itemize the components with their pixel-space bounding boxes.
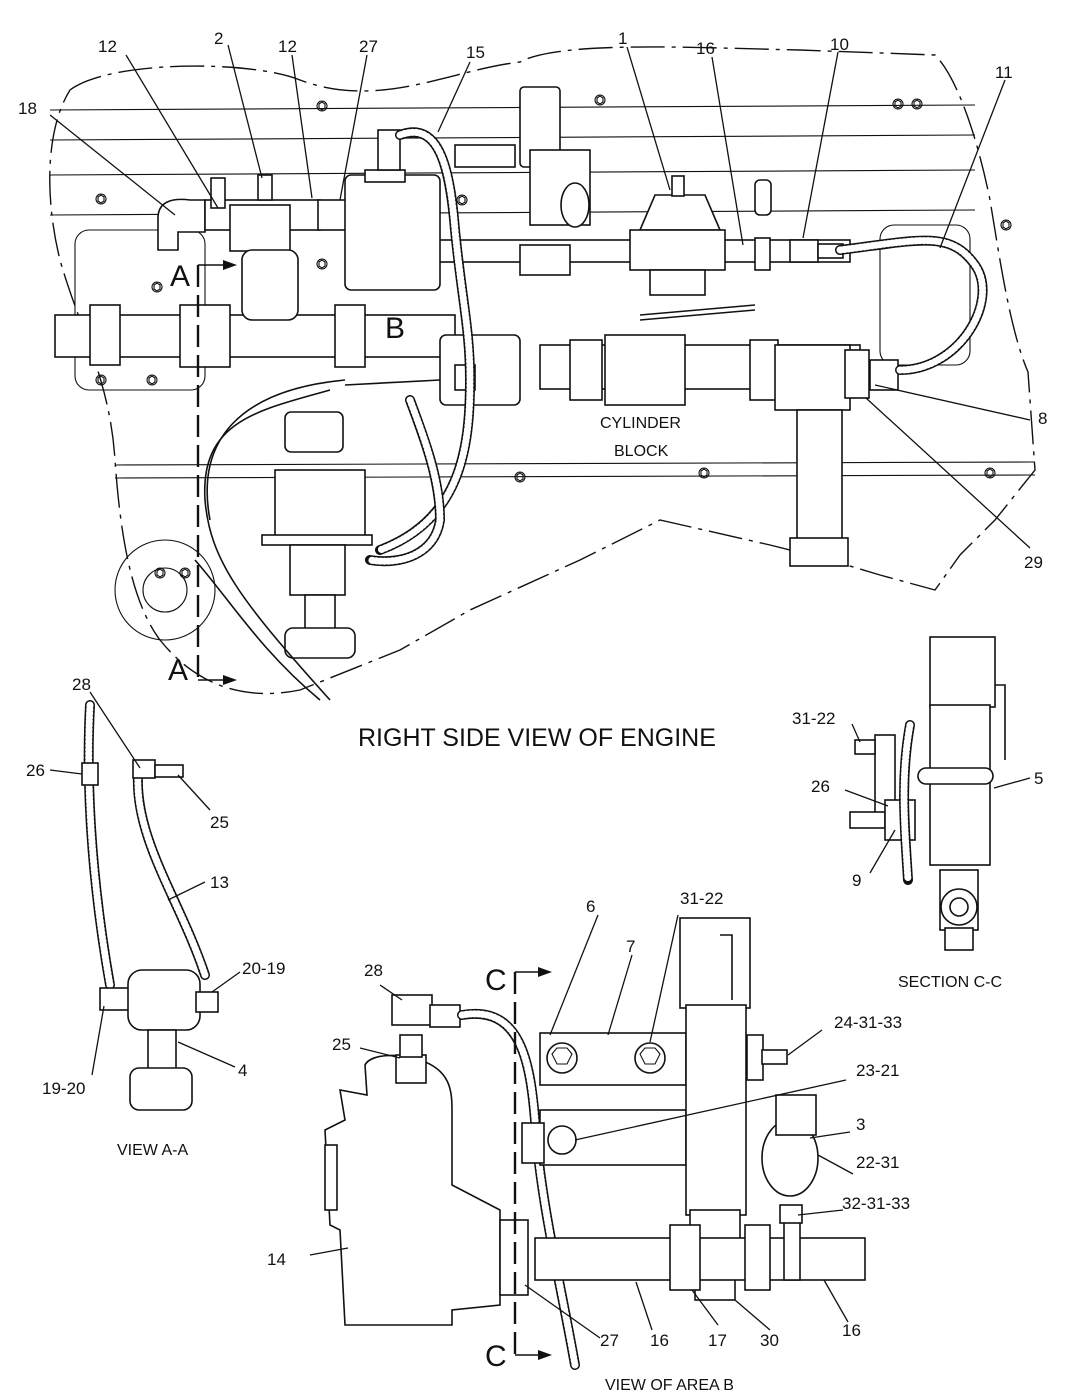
view-aa: 28 26 25 13 20-19 19-20 4 VIEW A-A [26,675,285,1159]
cc-callout-26: 26 [811,777,830,796]
b-callout-7: 7 [626,937,635,956]
callout-27: 27 [359,37,378,56]
engine-rails [49,104,1036,641]
pressure-regulator [629,175,756,321]
area-mark-b: B [385,312,405,345]
callout-18: 18 [18,99,37,118]
section-mark-a-bottom: A [168,654,188,687]
callout-12-right: 12 [278,37,297,56]
cc-callout-5: 5 [1034,769,1043,788]
callout-2: 2 [214,29,223,48]
main-view-caption: RIGHT SIDE VIEW OF ENGINE [358,724,716,752]
b-callout-16-left: 16 [650,1331,669,1350]
actuator-body [344,129,441,291]
b-callout-6: 6 [586,897,595,916]
b-callout-30: 30 [760,1331,779,1350]
cc-callout-9: 9 [852,871,861,890]
lower-valve [261,334,521,659]
aa-callout-26: 26 [26,761,45,780]
main-view: A A B CYLINDER BLOCK 12 2 12 27 15 18 1 … [18,29,1047,752]
b-callout-22-31: 22-31 [856,1153,899,1172]
b-callout-24-31-33: 24-31-33 [834,1013,902,1032]
b-callout-17: 17 [708,1331,727,1350]
b-callout-23-21: 23-21 [856,1061,899,1080]
fittings-right [754,179,844,271]
section-mark-a-top: A [170,260,190,293]
main-piping [54,239,899,567]
view-area-b-caption: VIEW OF AREA B [605,1377,734,1394]
section-cc: 31-22 26 5 9 SECTION C-C [792,636,1043,991]
strainer-assembly [157,174,347,321]
callout-12-left: 12 [98,37,117,56]
b-callout-14: 14 [267,1250,286,1269]
cylinder-block-label-1: CYLINDER [600,415,681,432]
shutoff-valve [454,86,591,228]
section-cc-caption: SECTION C-C [898,974,1002,991]
aa-callout-4: 4 [238,1061,247,1080]
cc-callout-31-22: 31-22 [792,709,835,728]
callout-16: 16 [696,39,715,58]
view-area-b: C C 6 7 31-22 28 25 24-31-33 23-21 3 22-… [267,889,910,1394]
aa-callout-20-19: 20-19 [242,959,285,978]
callout-10: 10 [830,35,849,54]
aa-callout-19-20: 19-20 [42,1079,85,1098]
callout-29: 29 [1024,553,1043,572]
aa-callout-25: 25 [210,813,229,832]
b-callout-3: 3 [856,1115,865,1134]
hoses-main [194,127,988,701]
b-callout-27: 27 [600,1331,619,1350]
cylinder-block-label-2: BLOCK [614,443,669,460]
b-callout-25: 25 [332,1035,351,1054]
callout-15: 15 [466,43,485,62]
section-mark-c-bottom: C [485,1340,507,1373]
b-callout-32-31-33: 32-31-33 [842,1194,910,1213]
aa-callout-13: 13 [210,873,229,892]
main-leaders [49,44,1031,549]
b-callout-28: 28 [364,961,383,980]
b-callout-31-22: 31-22 [680,889,723,908]
b-callout-16-right: 16 [842,1321,861,1340]
callout-11: 11 [995,63,1013,82]
callout-8: 8 [1038,409,1047,428]
aa-callout-28: 28 [72,675,91,694]
view-aa-caption: VIEW A-A [117,1142,188,1159]
callout-1: 1 [618,29,627,48]
section-line-aa [196,260,237,685]
section-mark-c-top: C [485,964,507,997]
